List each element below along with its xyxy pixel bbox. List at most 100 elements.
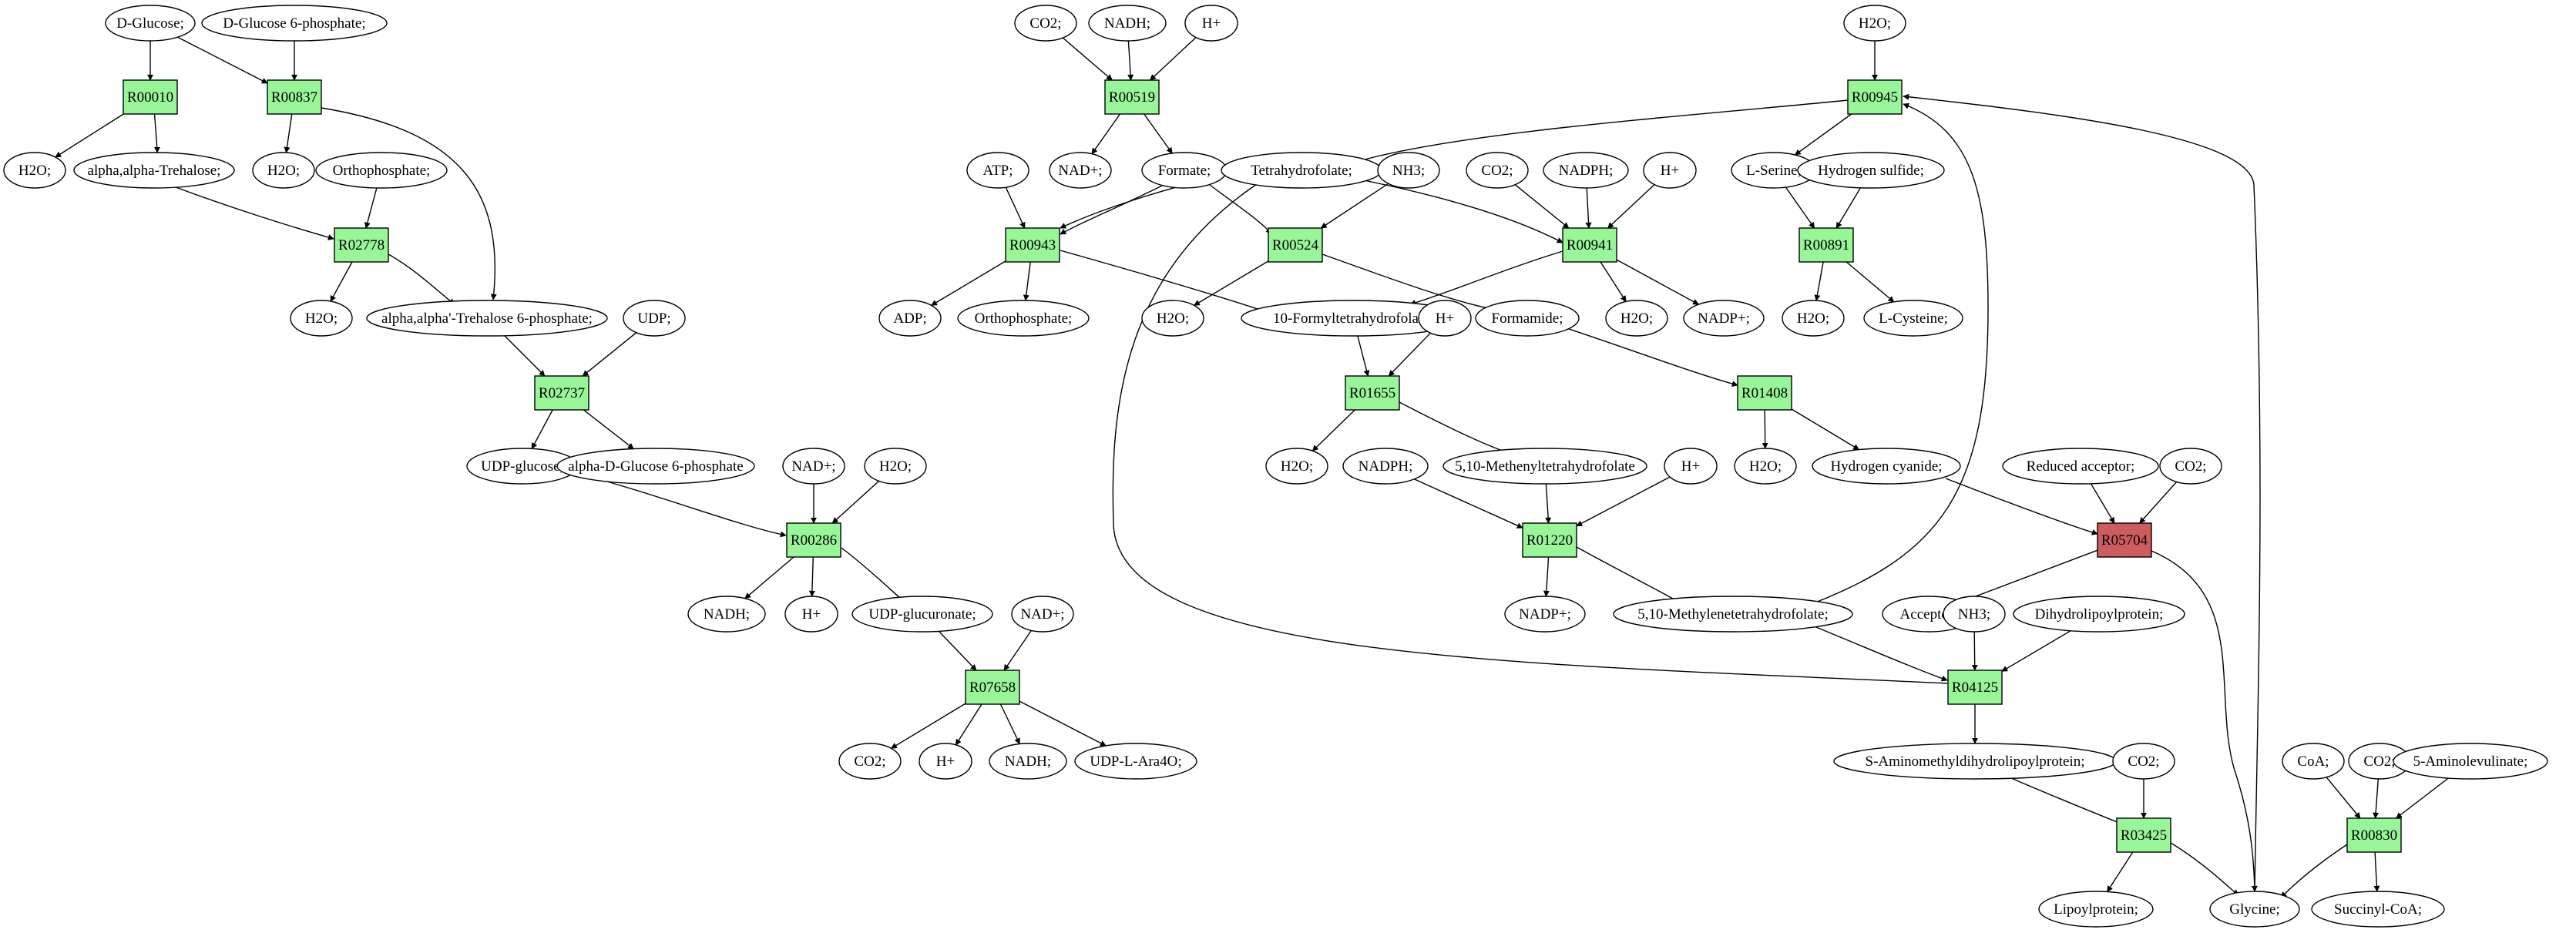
metabolite-node-m_udpglucose[interactable]: UDP-glucose; (466, 448, 579, 485)
metabolite-node-m_dihydrolipoyl[interactable]: Dihydrolipoylprotein; (2013, 596, 2185, 633)
reaction-node-r_R00519[interactable]: R00519 (1104, 79, 1160, 115)
metabolite-node-m_co2_2[interactable]: CO2; (1014, 5, 1077, 42)
metabolite-node-m_formate[interactable]: Formate; (1141, 152, 1228, 189)
metabolite-node-m_nadh_3[interactable]: NADH; (1088, 5, 1167, 42)
metabolite-node-m_dglucose[interactable]: D-Glucose; (105, 5, 196, 42)
reaction-node-r_R00943[interactable]: R00943 (1005, 227, 1060, 263)
reaction-node-r_R01408[interactable]: R01408 (1737, 375, 1792, 411)
metabolite-node-m_510methylene[interactable]: 5,10-Methylenetetrahydrofolate; (1613, 596, 1853, 633)
node-label: H2O; (1859, 15, 1891, 32)
reaction-node-r_R00524[interactable]: R00524 (1268, 227, 1323, 263)
metabolite-node-m_h2o_5[interactable]: H2O; (1141, 300, 1204, 337)
reaction-node-r_R00830[interactable]: R00830 (2346, 817, 2402, 853)
metabolite-node-m_atp[interactable]: ATP; (966, 152, 1029, 189)
reaction-node-r_R00891[interactable]: R00891 (1798, 227, 1854, 263)
metabolite-node-m_10fthf[interactable]: 10-Formyltetrahydrofolate; (1241, 300, 1466, 337)
metabolite-ellipse (201, 5, 388, 42)
metabolite-node-m_h2o_2[interactable]: H2O; (252, 152, 315, 189)
metabolite-node-m_h2o_8[interactable]: H2O; (1734, 448, 1797, 485)
reaction-node-r_R00286[interactable]: R00286 (786, 522, 841, 558)
metabolite-node-m_orthophosphate_1[interactable]: Orthophosphate; (315, 152, 448, 189)
metabolite-ellipse (1088, 5, 1167, 42)
metabolite-node-m_succinylcoa[interactable]: Succinyl-CoA; (2311, 891, 2445, 928)
metabolite-node-m_glycine[interactable]: Glycine; (2209, 891, 2300, 928)
metabolite-node-m_h2o_3[interactable]: H2O; (290, 300, 353, 337)
node-label: Dihydrolipoylprotein; (2035, 606, 2164, 623)
reaction-box (1562, 227, 1617, 263)
metabolite-node-m_nadph_2[interactable]: NADPH; (1342, 448, 1429, 485)
node-label: D-Glucose; (116, 15, 184, 32)
node-label: R00830 (2351, 827, 2397, 844)
metabolite-node-m_nh3_1[interactable]: NH3; (1377, 152, 1440, 189)
metabolite-node-m_nadh_2[interactable]: NADH; (989, 743, 1067, 780)
metabolite-node-m_orthophosphate_2[interactable]: Orthophosphate; (957, 300, 1090, 337)
metabolite-node-m_t6p[interactable]: alpha,alpha'-Trehalose 6-phosphate; (366, 300, 608, 337)
reaction-node-r_R04125[interactable]: R04125 (1947, 670, 2003, 705)
reaction-box (1522, 522, 1577, 558)
metabolite-node-m_lipoylprotein[interactable]: Lipoylprotein; (2038, 891, 2154, 928)
metabolite-node-m_reducedacceptor[interactable]: Reduced acceptor; (2002, 448, 2159, 485)
metabolite-node-m_h2o_1[interactable]: H2O; (3, 152, 66, 189)
reaction-node-r_R07658[interactable]: R07658 (965, 670, 1020, 705)
node-label: H2O; (1620, 310, 1653, 327)
metabolite-node-m_h2o_9[interactable]: H2O; (1843, 5, 1906, 42)
metabolite-node-m_h2s[interactable]: Hydrogen sulfide; (1797, 152, 1945, 189)
metabolite-node-m_co2_5[interactable]: CO2; (2112, 743, 2175, 780)
metabolite-node-m_udpara[interactable]: UDP-L-Ara4O; (1074, 743, 1197, 780)
metabolite-node-m_hcn[interactable]: Hydrogen cyanide; (1812, 448, 1961, 485)
metabolite-node-m_nadph_1[interactable]: NADPH; (1543, 152, 1629, 189)
metabolite-node-m_hplus_2[interactable]: H+ (919, 743, 972, 780)
node-label: UDP; (637, 310, 670, 327)
reaction-node-r_R01655[interactable]: R01655 (1345, 375, 1400, 411)
metabolite-node-m_nadh_1[interactable]: NADH; (687, 596, 766, 633)
metabolite-node-m_lserine[interactable]: L-Serine; (1731, 152, 1817, 189)
metabolite-node-m_thf[interactable]: Tetrahydrofolate; (1221, 152, 1382, 189)
metabolite-node-m_saminomethyl[interactable]: S-Aminomethyldihydrolipoylprotein; (1833, 743, 2117, 780)
reaction-node-r_R00837[interactable]: R00837 (267, 79, 322, 115)
reaction-node-r_R02778[interactable]: R02778 (334, 227, 389, 263)
edge-m_hcn-to-r_R05704 (1945, 478, 2098, 535)
reaction-node-r_R00010[interactable]: R00010 (123, 79, 178, 115)
metabolite-node-m_5ala[interactable]: 5-Aminolevulinate; (2393, 743, 2548, 780)
metabolite-node-m_h2o_6[interactable]: H2O; (1605, 300, 1668, 337)
metabolite-ellipse (782, 448, 845, 485)
metabolite-node-m_co2_4[interactable]: CO2; (2159, 448, 2222, 485)
metabolite-node-m_co2_3[interactable]: CO2; (1466, 152, 1529, 189)
node-label: H2O; (18, 163, 51, 179)
metabolite-node-m_lcysteine[interactable]: L-Cysteine; (1863, 300, 1963, 337)
metabolite-node-m_hplus_6[interactable]: H+ (1664, 448, 1718, 485)
metabolite-node-m_nadp_c[interactable]: NAD+; (1049, 152, 1112, 189)
reaction-node-r_R03425[interactable]: R03425 (2116, 817, 2171, 853)
reaction-node-r_R00941[interactable]: R00941 (1562, 227, 1617, 263)
metabolite-node-m_hplus_5[interactable]: H+ (1418, 300, 1472, 337)
metabolite-node-m_adg6p[interactable]: alpha-D-Glucose 6-phosphate (556, 448, 755, 485)
metabolite-node-m_dg6p_top[interactable]: D-Glucose 6-phosphate; (201, 5, 388, 42)
metabolite-node-m_nadp_b[interactable]: NAD+; (1011, 596, 1074, 633)
metabolite-node-m_udpglucuronate[interactable]: UDP-glucuronate; (851, 596, 993, 633)
metabolite-node-m_hplus_3[interactable]: H+ (1184, 5, 1238, 42)
metabolite-node-m_co2_6[interactable]: CO2; (2348, 743, 2411, 780)
reaction-node-r_R01220[interactable]: R01220 (1522, 522, 1577, 558)
metabolite-node-m_co2_1[interactable]: CO2; (838, 743, 902, 780)
metabolite-node-m_hplus_4[interactable]: H+ (1643, 152, 1697, 189)
metabolite-node-m_nadpplus_2[interactable]: NADP+; (1504, 596, 1586, 633)
metabolite-node-m_h2o_4[interactable]: H2O; (864, 448, 927, 485)
metabolite-node-m_h2o_7[interactable]: H2O; (1265, 448, 1328, 485)
metabolite-node-m_nadp_a[interactable]: NAD+; (782, 448, 845, 485)
metabolite-node-m_h2o_10[interactable]: H2O; (1782, 300, 1845, 337)
metabolite-node-m_nadpplus_1[interactable]: NADP+; (1683, 300, 1765, 337)
reaction-node-r_R00945[interactable]: R00945 (1847, 79, 1903, 115)
metabolite-node-m_adp[interactable]: ADP; (878, 300, 942, 337)
metabolite-node-m_udp[interactable]: UDP; (623, 300, 686, 337)
metabolite-node-m_hplus_1[interactable]: H+ (784, 596, 838, 633)
metabolite-node-m_nh3_2[interactable]: NH3; (1943, 596, 2006, 633)
metabolite-node-m_formamide[interactable]: Formamide; (1475, 300, 1580, 337)
metabolite-node-m_510methenyl[interactable]: 5,10-Methenyltetrahydrofolate (1442, 448, 1647, 485)
metabolite-node-m_coa[interactable]: CoA; (2282, 743, 2345, 780)
node-label: R04125 (1952, 680, 1998, 696)
edge-r_R07658-to-m_co2_1 (890, 703, 966, 749)
metabolite-node-m_trehalose[interactable]: alpha,alpha-Trehalose; (73, 152, 235, 189)
reaction-node-r_R05704[interactable]: R05704 (2097, 522, 2152, 558)
node-label: 5,10-Methylenetetrahydrofolate; (1637, 606, 1828, 623)
reaction-node-r_R02737[interactable]: R02737 (534, 375, 589, 411)
